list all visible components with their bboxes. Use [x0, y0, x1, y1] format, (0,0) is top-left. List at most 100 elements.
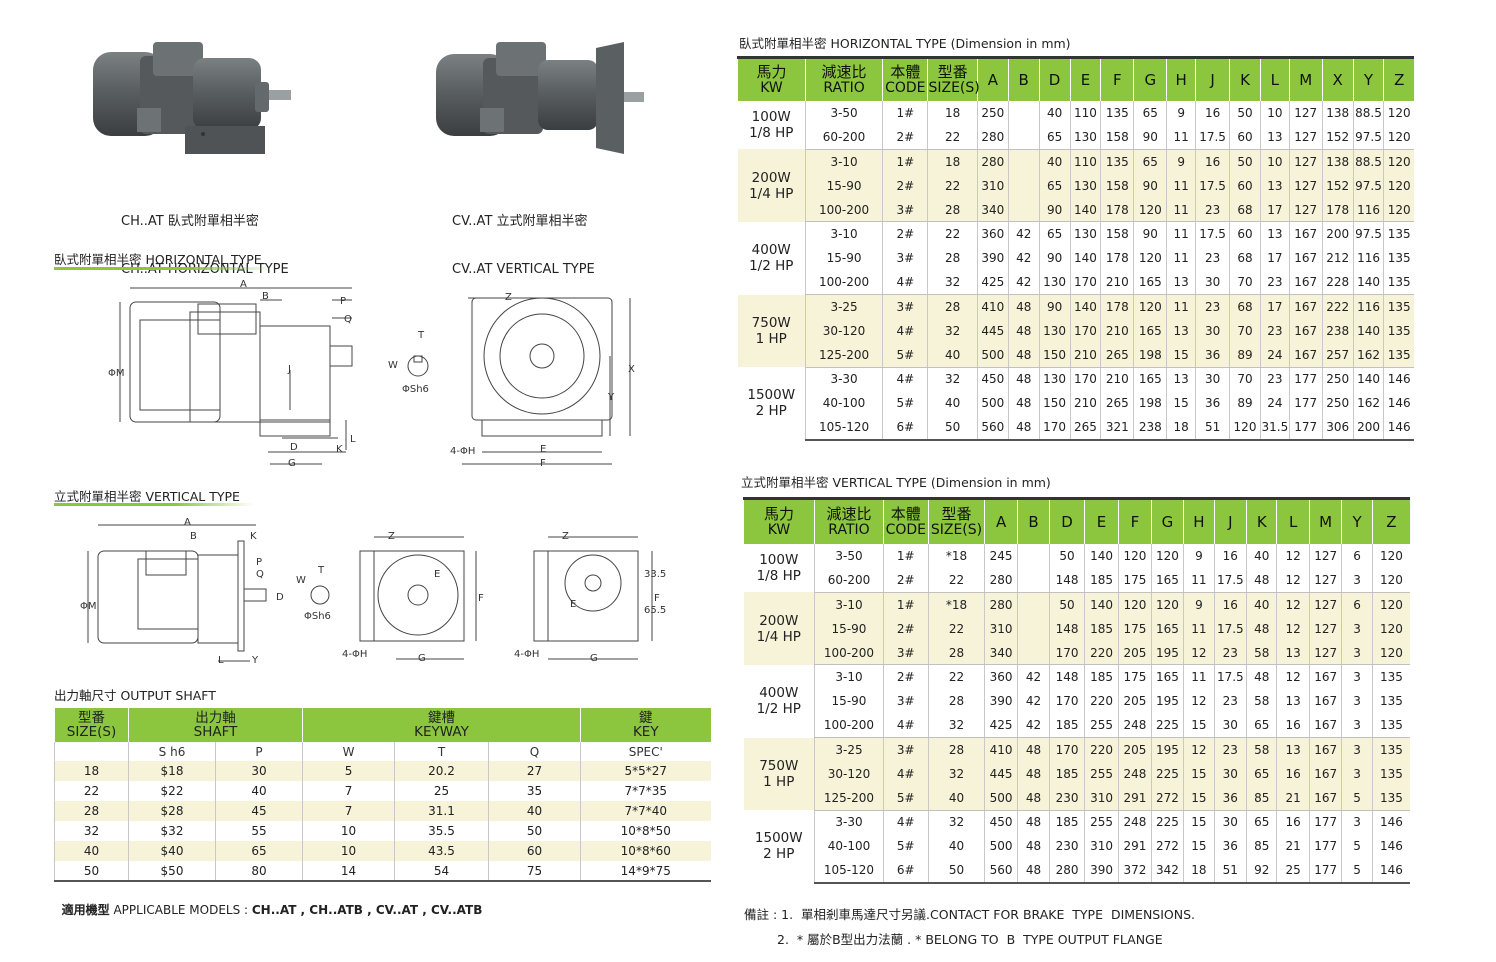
table-cell: 257 — [1321, 342, 1354, 368]
table-cell: 3 — [1341, 737, 1373, 762]
table-cell: 178 — [1321, 197, 1354, 223]
table-cell: 560 — [976, 415, 1009, 441]
table-cell: 23 — [1195, 197, 1230, 223]
table-cell: 140 — [1083, 592, 1119, 617]
table-cell: 185 — [1049, 713, 1085, 739]
table-cell: 178 — [1100, 294, 1134, 319]
power-line: 1/8 HP — [749, 125, 794, 142]
table-cell: 158 — [1100, 221, 1134, 247]
table-cell: 3-30 — [814, 810, 884, 835]
col-header: L — [1276, 500, 1310, 544]
dim-E-label: E — [434, 569, 440, 580]
table-cell: 13 — [1276, 689, 1310, 714]
table-cell: 135 — [1371, 761, 1410, 786]
table-cell: 120 — [1133, 197, 1167, 223]
table-cell: 127 — [1288, 173, 1323, 198]
table-cell: 3 — [1341, 761, 1373, 786]
table-cell: 3# — [882, 197, 928, 223]
table-cell: 11 — [1183, 664, 1215, 690]
table-cell: 27 — [488, 761, 581, 781]
table-cell: 127 — [1308, 544, 1342, 569]
table-cell: 5# — [882, 785, 929, 811]
table-cell: 30-120 — [814, 761, 884, 786]
table-cell: 140 — [1352, 270, 1384, 296]
dim-W-label: W — [388, 360, 398, 371]
table-cell: 220 — [1083, 737, 1119, 762]
table-cell: 170 — [1069, 318, 1101, 343]
table-cell: 120 — [1383, 149, 1414, 174]
caption-line: CV..AT 立式附單相半密 — [452, 214, 588, 229]
table-cell — [1007, 197, 1040, 223]
table-cell: 21 — [1276, 785, 1310, 811]
table-cell: 68 — [1229, 197, 1261, 223]
table-cell: 127 — [1288, 197, 1323, 223]
vertical-dimension-drawing: A B K P Q D ΦM L Y T W ΦSh6 Z E F G 4-ΦH… — [80, 517, 666, 666]
table-cell: 120 — [1371, 640, 1410, 666]
table-cell: 40 — [214, 781, 303, 801]
table-cell: 200 — [1352, 415, 1384, 441]
table-cell: 90 — [1038, 294, 1071, 319]
header-line: CODE — [885, 80, 926, 96]
dim-Y-label: Y — [251, 655, 259, 666]
table-cell: 60-200 — [804, 125, 883, 150]
table-cell: 25 — [394, 781, 489, 801]
table-cell: 167 — [1308, 689, 1342, 714]
table-cell: 310 — [984, 616, 1018, 641]
table-cell: 7 — [302, 801, 395, 821]
table-cell: 146 — [1371, 810, 1410, 835]
table-cell: 68 — [1229, 294, 1261, 319]
table-cell: 50 — [927, 858, 985, 884]
dim-Sh6-label: ΦSh6 — [402, 384, 429, 395]
table-cell: 360 — [976, 221, 1009, 247]
table-cell: 165 — [1133, 318, 1167, 343]
table-cell: 140 — [1069, 197, 1101, 223]
header-line: 本體 — [890, 63, 921, 81]
table-cell: 3# — [882, 689, 929, 714]
table-cell: 17.5 — [1213, 616, 1247, 641]
table-cell: 97.5 — [1352, 173, 1384, 198]
caption-line: CH..AT 臥式附單相半密 — [121, 214, 259, 229]
table-cell — [54, 742, 129, 761]
table-cell: 40 — [927, 391, 978, 416]
table-cell: 30 — [1213, 761, 1247, 786]
table-cell: 167 — [1308, 761, 1342, 786]
dim-K-label: K — [336, 444, 343, 455]
table-cell: 265 — [1069, 415, 1101, 441]
table-cell: $32 — [128, 821, 216, 841]
table-cell: 135 — [1371, 737, 1410, 762]
table-cell: 5 — [1341, 785, 1373, 811]
table-cell: 17.5 — [1213, 568, 1247, 593]
table-cell: 560 — [984, 858, 1018, 884]
table-cell: 3 — [1341, 689, 1373, 714]
table-cell: 16 — [1276, 713, 1310, 739]
horizontal-motor-photo — [93, 42, 291, 154]
col-header: E — [1083, 500, 1119, 544]
table-cell: 90 — [1133, 173, 1167, 198]
table-cell: 185 — [1049, 810, 1085, 835]
horizontal-motor-caption: CH..AT 臥式附單相半密 CH..AT HORIZONTAL TYPE — [121, 182, 289, 294]
dim-Q-label: Q — [256, 569, 264, 580]
table-cell: 12 — [1183, 640, 1215, 666]
table-cell: 255 — [1083, 713, 1119, 739]
table-cell: 146 — [1371, 834, 1410, 859]
table-cell: 185 — [1083, 616, 1119, 641]
table-cell: 245 — [984, 544, 1018, 569]
table-cell: 291 — [1118, 834, 1152, 859]
table-cell: 135 — [1371, 664, 1410, 690]
table-cell: 13 — [1259, 125, 1290, 150]
table-cell: 6# — [882, 415, 928, 441]
table-cell: $18 — [128, 761, 216, 781]
table-cell: 43.5 — [394, 841, 489, 861]
header-line: 出力軸 — [195, 710, 236, 726]
table-cell: 30 — [1195, 367, 1230, 392]
table-cell: 5*5*27 — [580, 761, 711, 781]
table-cell: 35 — [488, 781, 581, 801]
